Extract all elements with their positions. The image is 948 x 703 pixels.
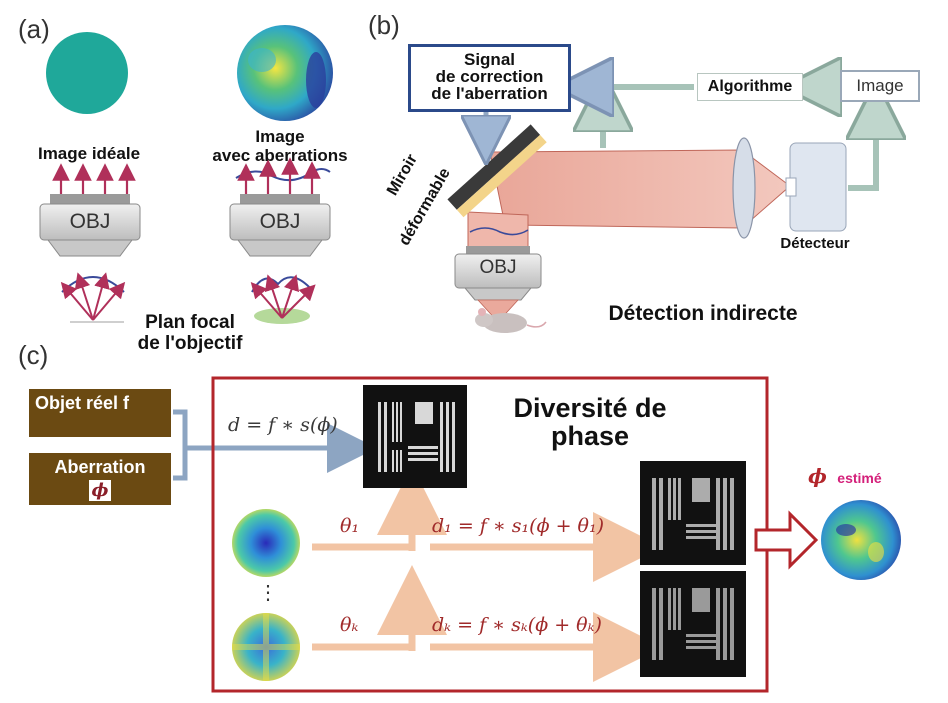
ideal-ray-arrows xyxy=(52,163,136,198)
phase-diversity-title-line1: Diversité de xyxy=(513,393,667,423)
panel-a-label: (a) xyxy=(18,14,50,44)
estimate-arrow xyxy=(754,510,819,570)
obj-b-label: OBJ xyxy=(479,257,517,278)
objective-left xyxy=(39,194,141,257)
detector-box xyxy=(785,142,847,232)
image-label: Image xyxy=(856,76,904,95)
detector-to-image-arrow xyxy=(848,110,876,191)
thetak-label: θₖ xyxy=(340,614,359,636)
correction-signal-line1: Signal xyxy=(463,50,515,69)
real-object-box: Objet réel f xyxy=(27,387,173,439)
focus-cone xyxy=(477,299,519,323)
equation-main: d = f ∗ s(ϕ) xyxy=(228,414,338,436)
phase-diversity-title-line2: phase xyxy=(550,421,630,451)
detector-label: Détecteur xyxy=(780,235,850,252)
focal-plane-label-line2: de l'objectif xyxy=(137,333,243,354)
image-box: Image xyxy=(840,70,920,102)
focal-plane-label-line1: Plan focal xyxy=(145,312,235,333)
ideal-image-disk xyxy=(46,32,128,114)
mouse-icon xyxy=(475,308,547,333)
theta1-arrows xyxy=(312,465,663,582)
real-object-label: Objet réel f xyxy=(35,393,130,413)
equation-d1: d₁ = f ∗ s₁(ϕ + θ₁) xyxy=(432,515,605,537)
correction-signal-line2: de correction xyxy=(435,67,544,86)
target-image-main xyxy=(363,385,467,488)
indirect-detection-label: Détection indirecte xyxy=(608,302,798,325)
focal-fan-left xyxy=(60,272,126,323)
theta1-label: θ₁ xyxy=(340,515,360,537)
focal-fan-right xyxy=(250,274,316,324)
aberration-phi: ϕ xyxy=(88,480,112,501)
objective-right xyxy=(229,194,331,257)
target-image-dk xyxy=(640,571,746,677)
lens xyxy=(732,137,756,239)
laser-beam-horizontal xyxy=(489,149,791,229)
estimated-phase-disk xyxy=(821,500,901,580)
target-image-d1 xyxy=(640,461,746,565)
equation-dk: dₖ = f ∗ sₖ(ϕ + θₖ) xyxy=(432,614,602,636)
thetak-arrows xyxy=(312,565,663,682)
panel-b-label: (b) xyxy=(368,10,400,40)
pupil-phase-1 xyxy=(232,509,300,577)
ellipsis-dots: ⋮ xyxy=(258,582,278,604)
aberrated-image-label-line1: Image xyxy=(255,127,305,146)
deformable-mirror xyxy=(447,124,547,218)
estimate-phi: ϕ xyxy=(808,464,827,488)
algorithm-box: Algorithme xyxy=(697,73,803,101)
estimate-label: ϕ estimé xyxy=(808,464,882,488)
panel-c-label: (c) xyxy=(18,340,49,370)
pupil-phase-k xyxy=(232,613,300,681)
algorithm-label: Algorithme xyxy=(707,78,793,95)
correction-signal-line3: de l'aberration xyxy=(431,84,548,103)
objective-b xyxy=(454,246,542,301)
obj-left-label: OBJ xyxy=(69,210,111,233)
aberration-box: Aberration ϕ xyxy=(27,451,173,507)
ideal-image-label: Image idéale xyxy=(37,144,141,163)
aberrated-image-label-line2: avec aberrations xyxy=(212,146,348,165)
aberration-label: Aberration xyxy=(54,457,146,477)
aberrated-image-disk xyxy=(237,25,333,121)
aberrated-ray-arrows xyxy=(237,157,321,198)
correction-signal-box: Signal de correction de l'aberration xyxy=(408,44,571,112)
estimate-text: estimé xyxy=(837,470,882,486)
obj-right-label: OBJ xyxy=(259,210,301,233)
